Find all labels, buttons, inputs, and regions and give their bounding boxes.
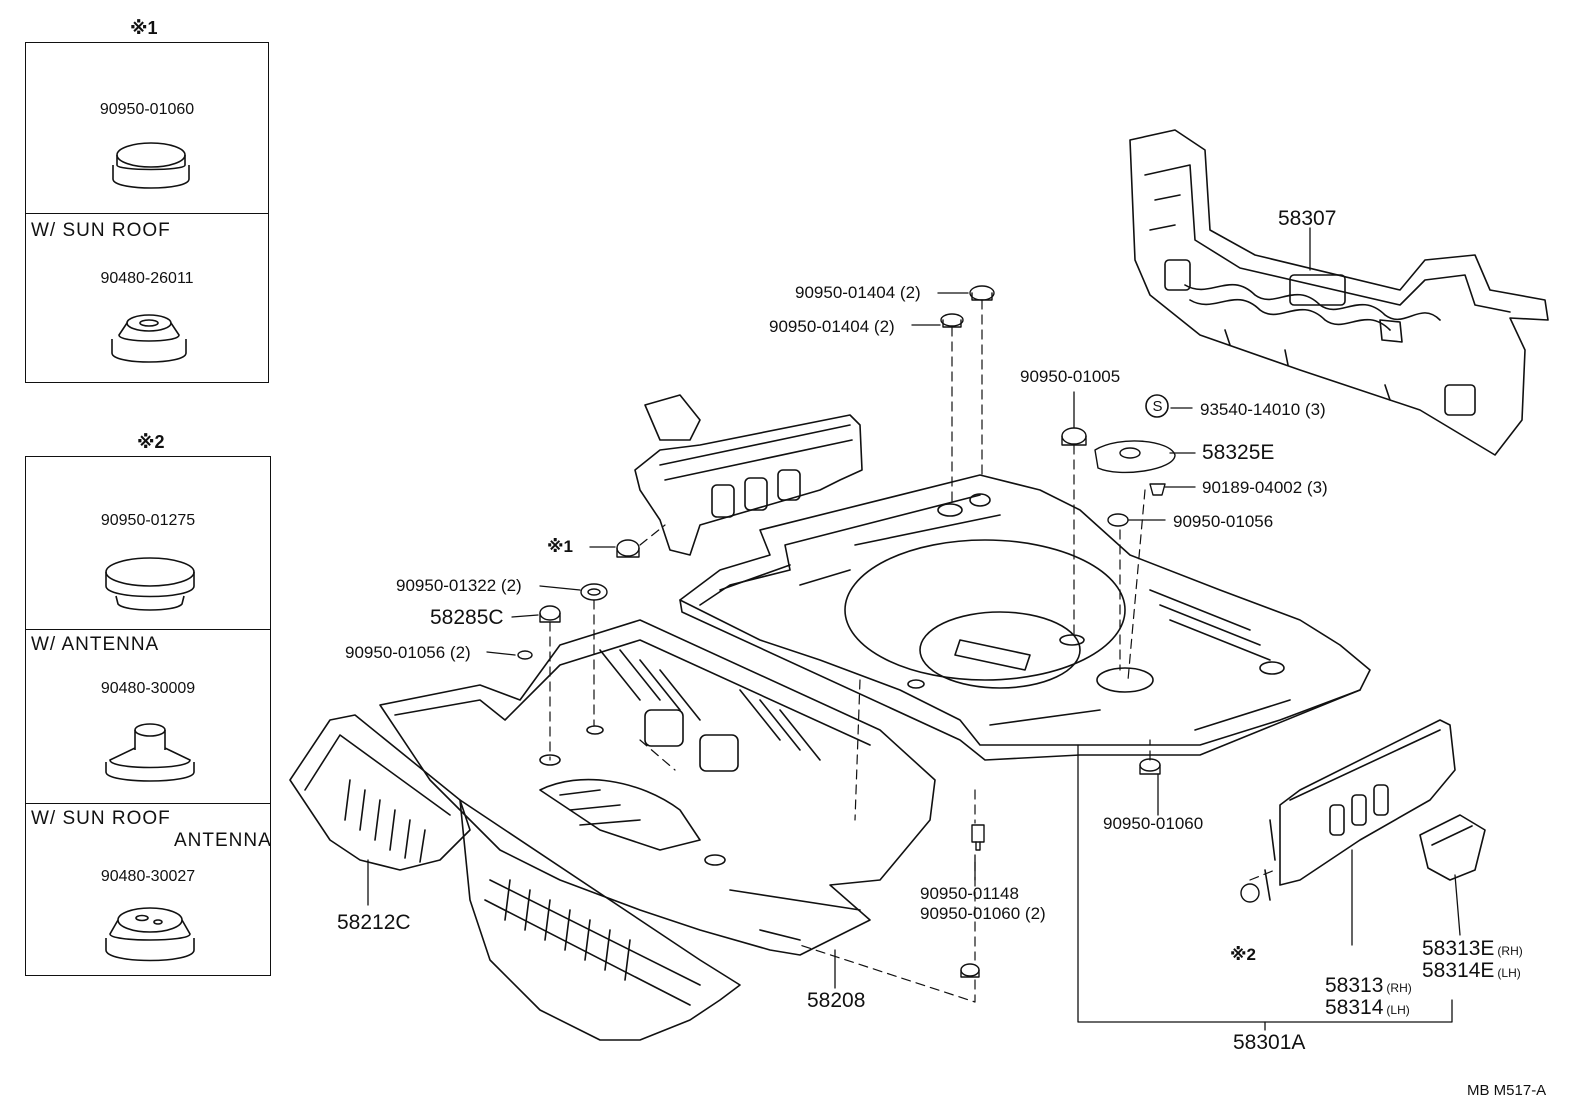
callout-90950-01322: 90950-01322 (2) bbox=[396, 576, 522, 595]
sunroof-antenna-grommet-icon bbox=[105, 907, 195, 962]
callout-mark-1: ※1 bbox=[547, 537, 573, 556]
callout-90950-01148: 90950-01148 bbox=[920, 884, 1019, 903]
leader-lines bbox=[367, 227, 1461, 1031]
inset2-mark: ※2 bbox=[137, 432, 165, 452]
rear-panel-58307 bbox=[1129, 129, 1549, 456]
callout-93540-14010: 93540-14010 (3) bbox=[1200, 400, 1326, 419]
side-rh: (RH) bbox=[1386, 981, 1412, 995]
front-floor-pan-58208 bbox=[379, 619, 936, 956]
callout-90950-01060: 90950-01060 bbox=[1103, 814, 1204, 833]
side-lh: (LH) bbox=[1497, 966, 1521, 980]
callout-90950-01056-2: 90950-01056 (2) bbox=[345, 643, 471, 662]
part-number: 58314 bbox=[1325, 996, 1384, 1019]
callout-58314: 58314(LH) bbox=[1325, 997, 1410, 1018]
callout-90950-01005: 90950-01005 bbox=[1020, 367, 1121, 386]
side-member-58212c bbox=[289, 714, 741, 1041]
rear-side-member-58313 bbox=[1264, 719, 1456, 901]
callout-58208: 58208 bbox=[807, 989, 866, 1012]
plugs bbox=[517, 285, 1260, 978]
callout-58325e: 58325E bbox=[1202, 441, 1275, 464]
inset2-row-standard: 90950-01275 bbox=[26, 457, 270, 629]
part-number: 90480-26011 bbox=[100, 270, 194, 287]
plug-icon bbox=[105, 557, 195, 611]
s-symbol: S bbox=[1152, 398, 1163, 415]
inset1-mark: ※1 bbox=[130, 18, 158, 38]
inset2-box: 90950-01275 W/ ANTENNA 90480-30009 W/ SU… bbox=[25, 456, 271, 976]
grommet-icon bbox=[112, 142, 190, 189]
rear-floor-pan bbox=[679, 474, 1371, 761]
diagram-code: MB M517-A bbox=[1467, 1082, 1547, 1099]
callout-58301a: 58301A bbox=[1233, 1031, 1306, 1054]
inset1-box: 90950-01060 W/ SUN ROOF 90480-26011 bbox=[25, 42, 269, 383]
inset2-row-antenna: W/ ANTENNA 90480-30009 bbox=[26, 629, 270, 804]
side-lh: (LH) bbox=[1386, 1003, 1410, 1017]
part-number: 58314E bbox=[1422, 959, 1495, 982]
callout-mark-2: ※2 bbox=[1230, 945, 1256, 964]
bracket-58313e bbox=[1419, 814, 1486, 881]
callout-58313: 58313(RH) bbox=[1325, 975, 1412, 996]
s-symbol-circle bbox=[1145, 394, 1169, 418]
part-number: 90480-30009 bbox=[100, 680, 196, 697]
callout-58314e: 58314E(LH) bbox=[1422, 960, 1521, 981]
part-number: 58313 bbox=[1325, 974, 1384, 997]
part-number: 90950-01060 bbox=[99, 101, 195, 118]
antenna-grommet-icon bbox=[105, 723, 195, 782]
inset1-row-sunroof: W/ SUN ROOF 90480-26011 bbox=[26, 213, 268, 384]
callout-90189-04002: 90189-04002 (3) bbox=[1202, 478, 1328, 497]
callout-58307: 58307 bbox=[1278, 207, 1337, 230]
part-number: 58313E bbox=[1422, 937, 1495, 960]
callout-90950-01404-a: 90950-01404 (2) bbox=[795, 283, 921, 302]
callout-90950-01060-2: 90950-01060 (2) bbox=[920, 904, 1046, 923]
part-number: 90950-01275 bbox=[100, 512, 196, 529]
rear-cross-member bbox=[634, 394, 863, 556]
callout-90950-01404-b: 90950-01404 (2) bbox=[769, 317, 895, 336]
condition-label: W/ ANTENNA bbox=[31, 634, 160, 655]
callout-58285c: 58285C bbox=[430, 606, 504, 629]
dashed-assembly-lines bbox=[549, 299, 1276, 1003]
condition-label: W/ SUN ROOF bbox=[31, 220, 171, 241]
inset1-row-standard: 90950-01060 bbox=[26, 43, 268, 213]
condition-label: W/ SUN ROOF bbox=[31, 808, 171, 829]
callout-58313e: 58313E(RH) bbox=[1422, 938, 1523, 959]
callout-90950-01056: 90950-01056 bbox=[1173, 512, 1274, 531]
callout-58212c: 58212C bbox=[337, 911, 411, 934]
condition-label-2: ANTENNA bbox=[174, 830, 272, 851]
part-number: 90480-30027 bbox=[100, 868, 196, 885]
inset2-row-sunroof-antenna: W/ SUN ROOF ANTENNA 90480-30027 bbox=[26, 803, 272, 978]
side-rh: (RH) bbox=[1497, 944, 1523, 958]
grommet-with-hole-icon bbox=[111, 314, 187, 363]
